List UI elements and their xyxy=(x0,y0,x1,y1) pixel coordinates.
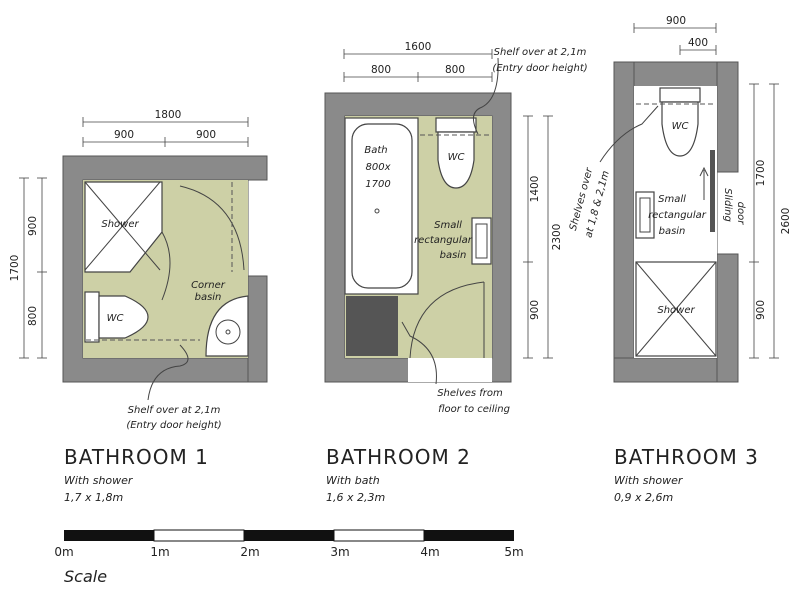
scale-segment-4 xyxy=(333,529,425,542)
bathroom-1-width-label: 1800 xyxy=(155,109,182,121)
bathroom-1-plan: 1800 900 900 1700 900 800 xyxy=(9,109,268,431)
bathroom-1-lower-height: 800 xyxy=(27,306,39,326)
scale-tick-0: 0m xyxy=(54,545,73,559)
bathroom-2-shelves-note-1: Shelves from xyxy=(437,388,503,399)
bathroom-3-width-label: 900 xyxy=(666,15,686,27)
scale-segment-2 xyxy=(153,529,245,542)
bathroom-2-upper-height: 1400 xyxy=(529,176,541,203)
bathroom-2-width-dimension: 1600 800 800 xyxy=(343,41,493,82)
bathroom-3-wc-label: WC xyxy=(672,121,689,132)
bathroom-3-size: 0,9 x 2,6m xyxy=(614,491,673,504)
bathroom-3-basin: Small rectangular basin xyxy=(635,191,707,239)
bathroom-3-height-label: 2600 xyxy=(780,208,792,235)
bathroom-3-caption: BATHROOM 3 With shower 0,9 x 2,6m xyxy=(614,445,759,504)
bathroom-1-width-dimension: 1800 900 900 xyxy=(82,109,249,147)
scale-tick-3: 3m xyxy=(330,545,349,559)
bathroom-2-shelves-note-arrow xyxy=(401,321,437,385)
bathroom-2-shelving-unit xyxy=(346,296,398,356)
bathroom-2-bath-label-2: 800x xyxy=(365,162,390,173)
bathroom-2-basin-label-1: Small xyxy=(434,220,462,231)
bathroom-2-door-swing xyxy=(409,281,485,359)
bathroom-3-wc: WC xyxy=(659,87,701,157)
bathroom-2-basin-label-3: basin xyxy=(440,250,467,261)
bathroom-1-caption: BATHROOM 1 With shower 1,7 x 1,8m xyxy=(64,445,209,504)
scale-bar: 0m 1m 2m 3m 4m 5m Scale xyxy=(54,529,524,586)
bathroom-3-shower-label: Shower xyxy=(657,305,695,316)
bathroom-2-basin-label-2: rectangular xyxy=(414,235,473,246)
bathroom-2-wc: WC xyxy=(435,117,477,189)
bathroom-3-note-arrow xyxy=(599,105,659,163)
scale-label: Scale xyxy=(64,567,107,586)
bathroom-2-type: With bath xyxy=(326,474,380,487)
bathroom-3-right-wall-upper xyxy=(716,61,739,173)
bathroom-1-half-width-b: 900 xyxy=(196,129,216,141)
bathroom-2-door-opening xyxy=(408,358,492,382)
bathroom-2-half-width-b: 800 xyxy=(445,64,465,76)
bathroom-1-title: BATHROOM 1 xyxy=(64,445,209,469)
bathroom-3-upper-height: 1700 xyxy=(755,160,767,187)
bathroom-2-width-label: 1600 xyxy=(405,41,432,53)
scale-tick-1: 1m xyxy=(150,545,169,559)
bathroom-2-height-label: 2300 xyxy=(551,224,563,251)
bathroom-1-note-1: Shelf over at 2,1m xyxy=(128,405,221,416)
bathroom-1-note-2: (Entry door height) xyxy=(126,420,221,431)
bathroom-2-size: 1,6 x 2,3m xyxy=(326,491,385,504)
bathroom-3-door-label-1: Sliding xyxy=(722,188,733,222)
bathroom-3-lower-height: 900 xyxy=(755,300,767,320)
bathroom-2-wc-label: WC xyxy=(448,152,465,163)
bathroom-1-size: 1,7 x 1,8m xyxy=(64,491,123,504)
bathroom-2-shelves-note-2: floor to ceiling xyxy=(438,404,510,415)
bathroom-2-bath-label-3: 1700 xyxy=(365,179,390,190)
bathroom-1-note-arrow xyxy=(147,344,189,401)
bathroom-3-sliding-door: Sliding door xyxy=(699,150,746,232)
scale-tick-5: 5m xyxy=(504,545,523,559)
bathroom-1-corner-label-1: Corner xyxy=(191,280,226,291)
bathroom-2-basin: Small rectangular basin xyxy=(414,217,492,265)
bathroom-3-basin-label-1: Small xyxy=(658,194,686,205)
scale-segment-3 xyxy=(244,530,334,541)
bathroom-2-caption: BATHROOM 2 With bath 1,6 x 2,3m xyxy=(326,445,471,504)
scale-segment-5 xyxy=(424,530,514,541)
bathroom-3-width-dimension: 900 400 xyxy=(633,15,717,55)
scale-tick-2: 2m xyxy=(240,545,259,559)
bathroom-1-shower: Shower xyxy=(84,181,171,301)
bathroom-3-basin-label-2: rectangular xyxy=(648,210,707,221)
bathroom-2-shelf-note-2: (Entry door height) xyxy=(492,63,587,74)
bathroom-1-corner-basin: Corner basin xyxy=(191,280,249,357)
bathroom-1-height-label: 1700 xyxy=(9,255,21,282)
bathroom-1-wall-return xyxy=(247,275,268,383)
bathroom-3-door-width: 400 xyxy=(688,37,708,49)
bathroom-3-height-dimension: 2600 1700 900 xyxy=(749,83,792,359)
bathroom-1-wc-label: WC xyxy=(107,313,124,324)
bathroom-3-title: BATHROOM 3 xyxy=(614,445,759,469)
bathroom-1-door-swing xyxy=(179,185,245,271)
bathroom-3-left-wall xyxy=(613,61,635,383)
bathroom-2-plan: 1600 800 800 2300 1400 900 xyxy=(324,41,588,415)
bathroom-2-bath: Bath 800x 1700 xyxy=(344,117,419,295)
scale-tick-4: 4m xyxy=(420,545,439,559)
bathroom-1-upper-height: 900 xyxy=(27,216,39,236)
bathroom-1-corner-label-2: basin xyxy=(195,292,222,303)
bathroom-1-shower-label: Shower xyxy=(101,219,139,230)
scale-segment-1 xyxy=(64,530,154,541)
bathroom-2-bath-label-1: Bath xyxy=(364,145,387,156)
bathroom-2-lower-height: 900 xyxy=(529,300,541,320)
bathroom-2-shelf-note-1: Shelf over at 2,1m xyxy=(494,47,587,58)
bathroom-2-height-dimension: 2300 1400 900 xyxy=(523,115,563,359)
bathroom-2-shelf-note-arrow xyxy=(473,57,499,135)
bathroom-3-plan: 900 400 2600 1700 900 WC xyxy=(568,15,792,383)
bathroom-1-type: With shower xyxy=(64,474,134,487)
bathroom-2-half-width-a: 800 xyxy=(371,64,391,76)
bathroom-1-height-dimension: 1700 900 800 xyxy=(9,177,47,359)
bathroom-3-type: With shower xyxy=(614,474,684,487)
bathroom-3-basin-label-3: basin xyxy=(659,226,686,237)
bathroom-3-door-label-2: door xyxy=(735,202,746,226)
bathroom-1-half-width-a: 900 xyxy=(114,129,134,141)
bathroom-3-right-wall-lower xyxy=(716,253,739,383)
bathroom-3-shower: Shower xyxy=(635,261,717,357)
bathroom-2-title: BATHROOM 2 xyxy=(326,445,471,469)
bathroom-1-wc: WC xyxy=(84,291,149,343)
